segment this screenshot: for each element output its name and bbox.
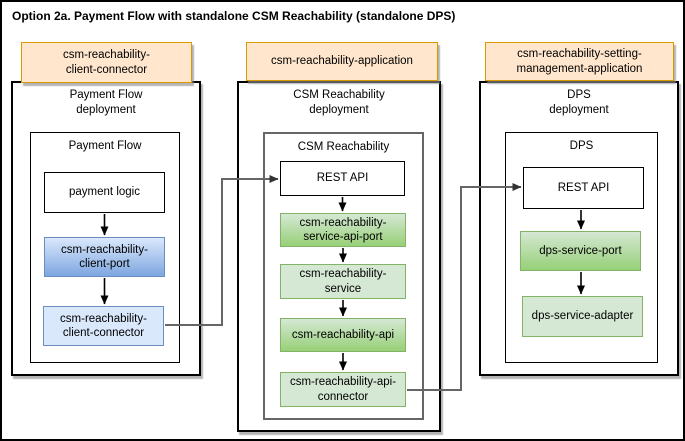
node-csm-reachability-service-api-port: csm-reachability- service-api-port <box>280 213 406 247</box>
diagram-title: Option 2a. Payment Flow with standalone … <box>12 9 456 23</box>
node-payment-logic: payment logic <box>44 172 165 213</box>
component-payment-flow-label: Payment Flow <box>68 140 142 152</box>
node-csm-reachability-api: csm-reachability-api <box>280 318 406 352</box>
deployment-payment-flow-label: Payment Flow deployment <box>69 89 143 116</box>
node-csm-reachability-api-connector: csm-reachability-api- connector <box>280 372 406 407</box>
node-rest-api-dps: REST API <box>523 167 644 209</box>
deployment-dps-label: DPS deployment <box>549 89 609 116</box>
node-dps-service-adapter: dps-service-adapter <box>522 296 643 337</box>
node-csm-reachability-client-connector: csm-reachability- client-connector <box>43 306 164 346</box>
app-label-csm-reachability-setting-management-application: csm-reachability-setting- management-app… <box>485 42 674 81</box>
node-rest-api-csm: REST API <box>280 161 405 196</box>
node-csm-reachability-client-port: csm-reachability- client-port <box>44 237 165 277</box>
node-csm-reachability-service: csm-reachability- service <box>280 264 406 299</box>
app-label-csm-reachability-client-connector: csm-reachability- client-connector <box>21 42 192 83</box>
component-csm-reachability-label: CSM Reachability <box>297 141 390 153</box>
app-label-csm-reachability-application: csm-reachability-application <box>246 42 438 81</box>
component-dps-label: DPS <box>569 140 594 152</box>
deployment-csm-reachability-label: CSM Reachability deployment <box>293 89 385 116</box>
node-dps-service-port: dps-service-port <box>520 231 641 271</box>
